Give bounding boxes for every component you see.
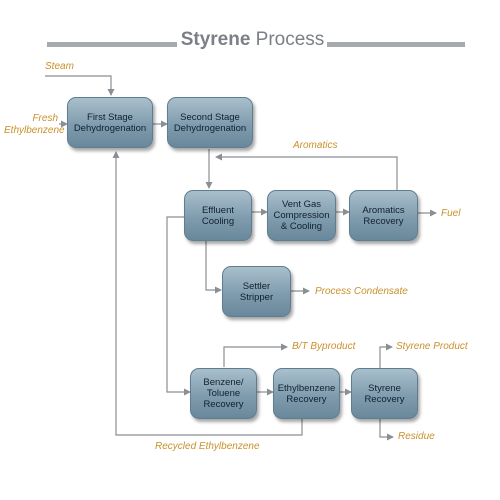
settler-stripper-box: Settler Stripper: [222, 266, 291, 317]
effluent-benzene-line: [166, 216, 191, 396]
title-rest: Process: [255, 29, 325, 50]
effluent-settler-line: [205, 240, 222, 294]
title-bar-right: [327, 42, 465, 47]
styrene-recovery-box: Styrene Recovery: [351, 368, 418, 419]
page-title: Styrene Process: [180, 29, 325, 51]
ethylbenzene-recovery-box: Ethylbenzene Recovery: [273, 368, 340, 419]
title-bar-left: [47, 42, 177, 47]
second-stage-dehydrogenation-box: Second Stage Dehydrogenation: [167, 97, 253, 148]
styrene-product-label: Styrene Product: [396, 341, 468, 352]
bt-byproduct-label: B/T Byproduct: [292, 341, 356, 352]
steam-label: Steam: [45, 61, 74, 72]
residue-label: Residue: [398, 431, 435, 442]
steam-line: [45, 75, 115, 96]
styrene-product-line: [379, 343, 393, 368]
effluent-cooling-box: Effluent Cooling: [184, 190, 252, 241]
benzene-toluene-recovery-box: Benzene/ Toluene Recovery: [190, 368, 257, 419]
aromatics-recovery-box: Aromatics Recovery: [349, 190, 418, 241]
first-stage-dehydrogenation-box: First Stage Dehydrogenation: [67, 97, 153, 148]
fuel-label: Fuel: [441, 208, 461, 219]
aromatics-recycle-line: [215, 153, 398, 190]
aromatics-label: Aromatics: [293, 140, 338, 151]
process-condensate-label: Process Condensate: [315, 286, 408, 297]
fresh-ethylbenzene-label: Fresh Ethylbenzene: [4, 113, 65, 136]
bt-line: [223, 343, 288, 367]
title-bold: Styrene: [180, 29, 251, 50]
recycled-eb-line: [112, 151, 303, 436]
recycled-ethylbenzene-label: Recycled Ethylbenzene: [155, 441, 260, 452]
residue-line: [379, 416, 394, 441]
vent-gas-compression-box: Vent Gas Compression & Cooling: [267, 190, 336, 241]
